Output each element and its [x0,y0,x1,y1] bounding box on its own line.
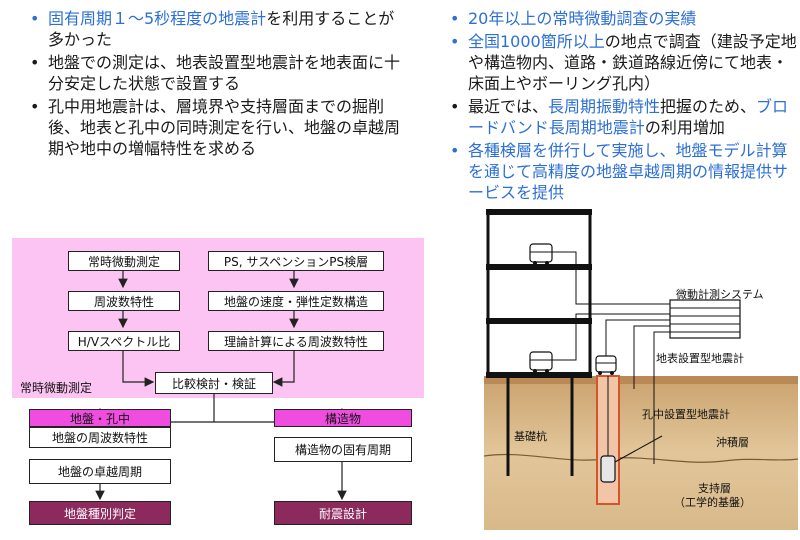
roof-slab [486,209,592,215]
floor-slab-1 [486,264,592,270]
right-bullet-3-a: 最近では、 [468,97,549,116]
label-support-sub: （工学的基盤） [674,496,751,509]
flow-structure-header: 構造物 [274,409,412,427]
flowchart: 常時微動測定 周波数特性 H/Vスペクトル比 PS, サスペンションPS検層 地… [12,238,424,532]
left-bullet-1-highlight: 固有周期１～5秒程度の地震計 [48,9,267,28]
floor-slab-2 [486,318,592,324]
borehole-sensor [600,455,616,483]
right-bullet-3: 最近では、長周期振動特性把握のため、ブロードバンド長周期地震計の利用増加 [448,96,798,138]
right-bullet-2: 全国1000箇所以上の地点で調査（建設予定地や構造物内、道路・鉄道路線近傍にて地… [448,31,798,94]
surface-sensor [595,355,617,375]
label-support-layer: 支持層 [698,482,731,495]
left-bullet-3: 孔中用地震計は、層境界や支持層面までの掘削後、地表と孔中の同時測定を行い、地盤の… [28,96,408,159]
building-drawing [483,209,799,530]
floor-slab-3 [486,372,592,378]
left-bullet-2: 地盤での測定は、地表設置型地震計を地表面に十分安定した状態で設置する [28,52,408,94]
right-bullet-4-text: 各種検層を併行して実施し、地盤モデル計算を通じて高精度の地盤卓越周期の情報提供サ… [468,141,789,202]
flow-seismic-design: 耐震設計 [274,501,412,525]
layer-boundary [483,453,799,463]
right-bullet-3-b: 把握のため、 [660,97,757,116]
flow-structure-period: 構造物の固有周期 [274,437,412,462]
right-bullet-1-text: 20年以上の常時微動調査の実績 [468,9,697,28]
flow-ground-period: 地盤の卓越周期 [29,459,171,484]
measurement-system-lines [670,307,740,333]
label-alluvial: 沖積層 [716,436,749,449]
flow-ground-frequency: 地盤の周波数特性 [29,427,171,448]
flow-box-frequency: 周波数特性 [68,291,180,311]
right-bullet-3-hl2: ブロードバンド長周期地震計 [468,97,789,137]
building-illustration: 微動計測システム 地表設置型地震計 孔中設置型地震計 基礎杭 沖積層 支持層 （… [483,204,799,530]
right-bullet-1: 20年以上の常時微動調査の実績 [448,8,798,29]
label-pile: 基礎杭 [514,430,547,443]
soil-area [484,376,798,530]
right-bullet-2-highlight: 全国1000箇所以上 [468,32,605,51]
flow-box-microtremor: 常時微動測定 [68,251,180,271]
left-bullet-1-rest: を利用することが多かった [48,9,395,49]
flow-ground-classification: 地盤種別判定 [29,501,171,525]
flow-box-hv-ratio: H/Vスペクトル比 [68,331,180,351]
right-bullet-4: 各種検層を併行して実施し、地盤モデル計算を通じて高精度の地盤卓越周期の情報提供サ… [448,140,798,203]
cables [552,251,670,464]
flow-box-theoretical: 理論計算による周波数特性 [208,331,384,351]
building-sensor-2 [529,351,553,373]
flow-box-ps-logging: PS, サスペンションPS検層 [208,251,384,271]
label-surface-sensor: 地表設置型地震計 [656,352,744,365]
flow-measure-label: 常時微動測定 [20,381,93,395]
flow-ground-header: 地盤・孔中 [29,409,171,427]
borehole-label-leader [614,435,663,463]
flow-box-compare: 比較検討・検証 [155,372,273,394]
flow-box-velocity-structure: 地盤の速度・弾性定数構造 [208,291,384,311]
left-bullet-1: 固有周期１～5秒程度の地震計を利用することが多かった [28,8,408,50]
right-text-column: 20年以上の常時微動調査の実績 全国1000箇所以上の地点で調査（建設予定地や構… [448,8,798,205]
soil-surface [484,376,798,384]
building-sensor-1 [529,243,553,265]
label-borehole-sensor: 孔中設置型地震計 [642,408,730,421]
left-text-column: 固有周期１～5秒程度の地震計を利用することが多かった 地盤での測定は、地表設置型… [28,8,408,161]
right-bullet-3-hl1: 長周期振動特性 [548,97,661,116]
right-bullet-2-rest: の地点で調査（建設予定地や構造物内、道路・鉄道路線近傍にて地表・床面上やボーリン… [468,32,797,93]
right-bullet-3-c: の利用増加 [644,118,725,137]
label-measurement-system: 微動計測システム [676,288,764,301]
